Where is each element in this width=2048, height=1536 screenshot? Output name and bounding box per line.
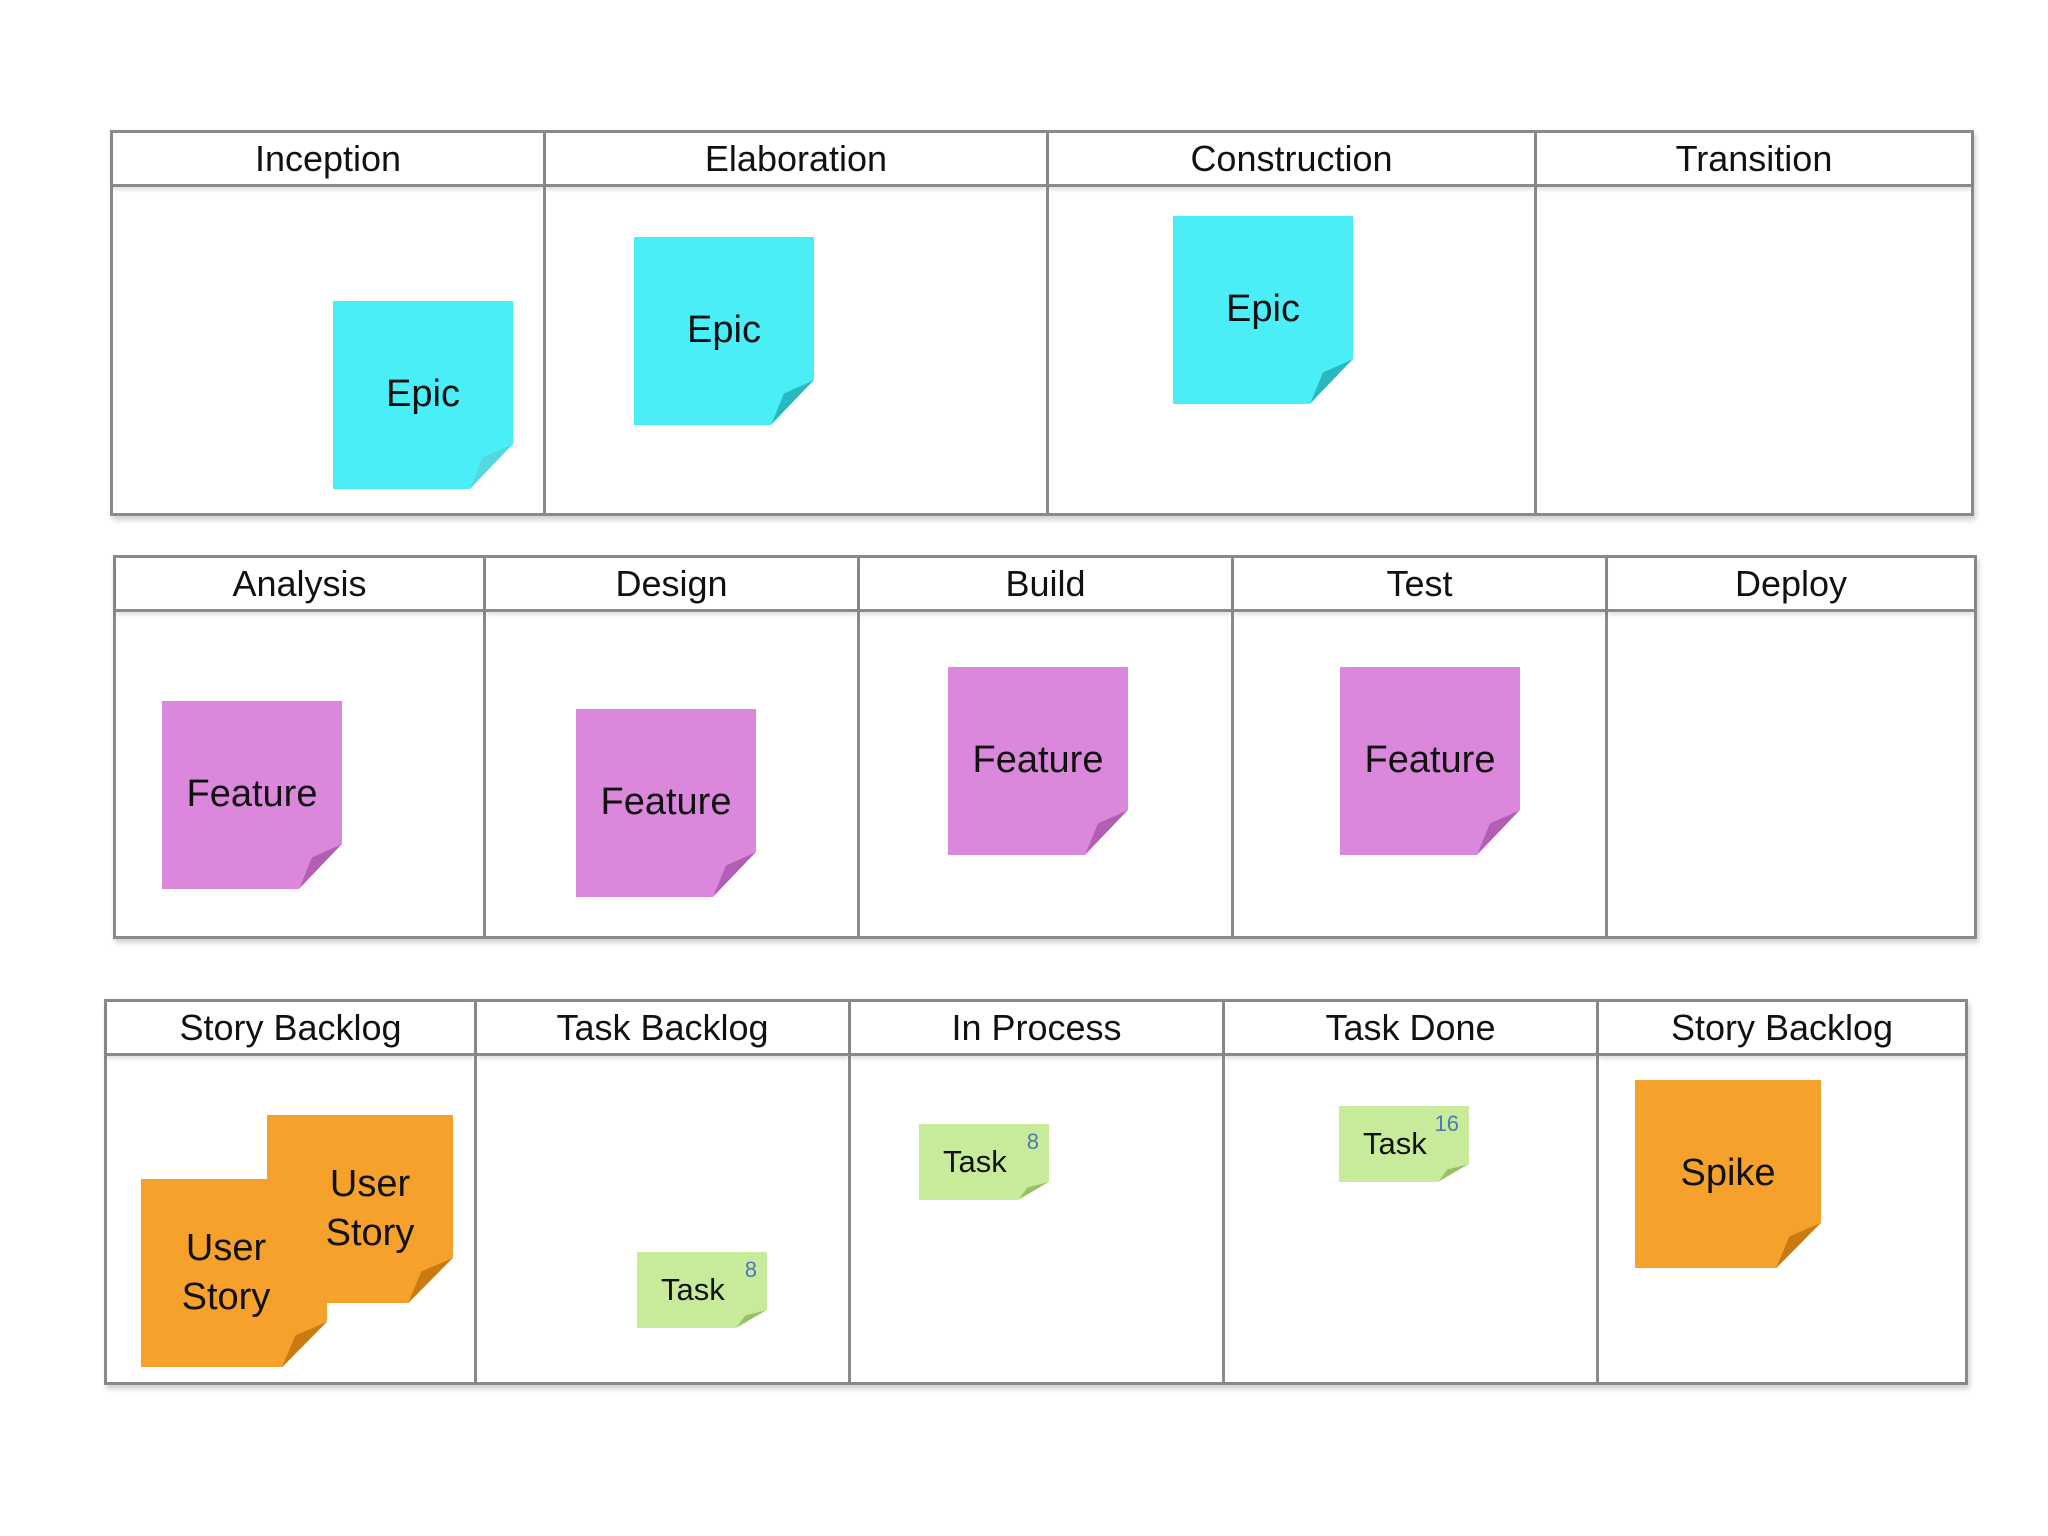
column-test: Test Feature (1231, 558, 1605, 936)
column-header: Design (486, 558, 857, 612)
note-label: Epic (386, 373, 460, 416)
note-label-line1: User (329, 1162, 411, 1205)
note-label: User Story (306, 1160, 415, 1259)
team-board: Story Backlog User Story User Story Task… (104, 999, 1968, 1385)
page-curl-icon (469, 443, 513, 489)
column-analysis: Analysis Feature (116, 558, 483, 936)
column-header: Story Backlog (1599, 1002, 1965, 1056)
page-curl-icon (408, 1257, 453, 1303)
column-header: Elaboration (546, 133, 1046, 187)
page-curl-icon (1309, 358, 1353, 404)
task-sticky-note[interactable]: Task 8 (919, 1124, 1049, 1200)
note-label: Epic (687, 309, 761, 352)
epic-sticky-note[interactable]: Epic (1173, 216, 1353, 404)
page-curl-icon (712, 851, 756, 897)
note-label: Feature (186, 773, 318, 816)
column-transition: Transition (1534, 133, 1971, 513)
user-story-sticky-note[interactable]: User Story (141, 1179, 327, 1367)
epic-sticky-note[interactable]: Epic (634, 237, 814, 425)
page-curl-icon (1084, 809, 1128, 855)
column-header: Build (860, 558, 1231, 612)
column-deploy: Deploy (1605, 558, 1974, 936)
page-curl-icon (770, 379, 814, 425)
column-in-process: In Process Task 8 (848, 1002, 1222, 1382)
column-header: Inception (113, 133, 543, 187)
feature-sticky-note[interactable]: Feature (576, 709, 756, 897)
page-curl-icon (298, 843, 342, 889)
story-points: 8 (744, 1257, 757, 1282)
task-sticky-note[interactable]: Task 16 (1339, 1106, 1469, 1182)
epic-sticky-note[interactable]: Epic (333, 301, 513, 489)
column-header: Task Backlog (477, 1002, 848, 1056)
column-header: Construction (1049, 133, 1534, 187)
column-elaboration: Elaboration Epic (543, 133, 1046, 513)
feature-sticky-note[interactable]: Feature (948, 667, 1128, 855)
column-design: Design Feature (483, 558, 857, 936)
column-header: Deploy (1608, 558, 1974, 612)
note-label-line2: Story (181, 1276, 271, 1318)
note-label-line2: Story (325, 1212, 415, 1254)
note-label: Feature (1364, 739, 1496, 782)
note-label: Spike (1680, 1152, 1776, 1195)
feature-sticky-note[interactable]: Feature (1340, 667, 1520, 855)
column-story-done: Story Backlog Spike (1596, 1002, 1965, 1382)
story-points: 16 (1434, 1111, 1459, 1136)
note-label: Epic (1226, 288, 1300, 331)
note-label: Task (661, 1271, 725, 1307)
program-board: Analysis Feature Design Feature Build Fe… (113, 555, 1977, 939)
column-header: Analysis (116, 558, 483, 612)
note-label: Task (1363, 1125, 1427, 1161)
page-curl-icon (1017, 1181, 1049, 1200)
note-label: Feature (972, 739, 1104, 782)
column-construction: Construction Epic (1046, 133, 1534, 513)
note-label: User Story (182, 1224, 287, 1323)
portfolio-board: Inception Epic Elaboration Epic Construc… (110, 130, 1974, 516)
column-task-done: Task Done Task 16 (1222, 1002, 1596, 1382)
note-label: Task (943, 1143, 1007, 1179)
column-header: Story Backlog (107, 1002, 474, 1056)
story-points: 8 (1026, 1129, 1039, 1154)
page-curl-icon (735, 1309, 767, 1328)
column-header: Test (1234, 558, 1605, 612)
column-header: In Process (851, 1002, 1222, 1056)
column-header: Task Done (1225, 1002, 1596, 1056)
column-build: Build Feature (857, 558, 1231, 936)
note-label-line1: User (185, 1226, 267, 1269)
feature-sticky-note[interactable]: Feature (162, 701, 342, 889)
page-curl-icon (282, 1321, 327, 1367)
column-task-backlog: Task Backlog Task 8 (474, 1002, 848, 1382)
page-curl-icon (1776, 1222, 1821, 1268)
page-curl-icon (1476, 809, 1520, 855)
column-inception: Inception Epic (113, 133, 543, 513)
column-header: Transition (1537, 133, 1971, 187)
task-sticky-note[interactable]: Task 8 (637, 1252, 767, 1328)
column-story-backlog: Story Backlog User Story User Story (107, 1002, 474, 1382)
page-curl-icon (1437, 1163, 1469, 1182)
spike-sticky-note[interactable]: Spike (1635, 1080, 1821, 1268)
note-label: Feature (600, 781, 732, 824)
